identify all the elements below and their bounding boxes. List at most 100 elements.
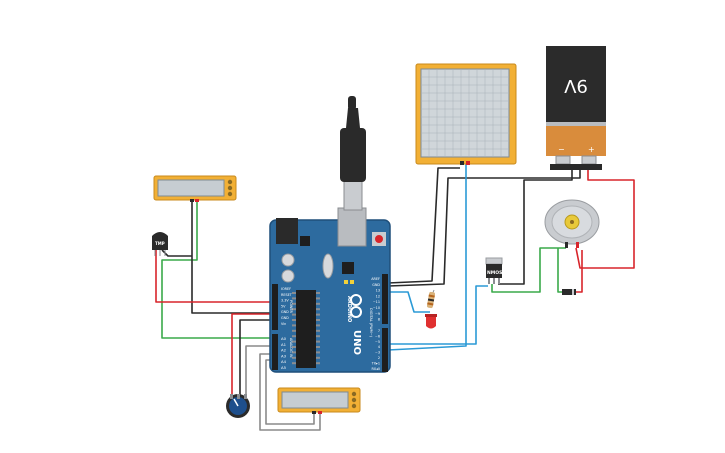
lcd-display-1[interactable] bbox=[153, 175, 237, 202]
digital-pin-label: 7 bbox=[378, 329, 380, 333]
chip-leg bbox=[292, 335, 296, 338]
power-header-label: POWER bbox=[289, 300, 293, 314]
chip-leg bbox=[316, 292, 320, 294]
chip-leg bbox=[316, 335, 320, 338]
lcd-1-terminal bbox=[227, 191, 233, 197]
analog-pin-label: A1 bbox=[281, 342, 287, 347]
battery-plus: + bbox=[588, 145, 595, 154]
chip-leg bbox=[316, 329, 320, 332]
battery-terminal-positive bbox=[581, 155, 597, 165]
wire-black-temp[interactable] bbox=[161, 249, 192, 257]
digital-pin-label: 12 bbox=[376, 294, 380, 298]
power-jack bbox=[276, 218, 298, 244]
chip-leg bbox=[316, 324, 320, 327]
chip-leg bbox=[292, 340, 296, 343]
chip-leg bbox=[316, 319, 320, 321]
wire-red-temp[interactable] bbox=[155, 246, 276, 303]
digital-pin-label: GND bbox=[372, 283, 380, 287]
wires bbox=[155, 164, 635, 431]
power-pin-label: GND bbox=[281, 316, 289, 320]
digital-pin-label: RX◂0 bbox=[371, 367, 380, 371]
wire-black-nmos[interactable] bbox=[498, 168, 573, 285]
lcd-1-screen bbox=[157, 179, 225, 197]
lcd-2-terminal bbox=[351, 397, 357, 403]
resistor[interactable] bbox=[426, 289, 436, 309]
wire-black-pot[interactable] bbox=[239, 319, 276, 398]
arduino-uno[interactable]: ARDUINO UNO POWER ANALOG IN DIGITAL (PWM… bbox=[269, 207, 391, 373]
chip-leg bbox=[316, 313, 320, 316]
wire-red-pot[interactable] bbox=[231, 313, 276, 398]
nmos-transistor[interactable]: NMOS bbox=[485, 257, 503, 284]
power-pin-label: Vin bbox=[281, 322, 286, 326]
chip-leg bbox=[316, 362, 320, 365]
lcd-display-2[interactable] bbox=[277, 387, 361, 414]
temperature-sensor[interactable]: TMP bbox=[152, 232, 168, 256]
chip-leg bbox=[316, 351, 320, 354]
wire-gray-pot[interactable] bbox=[245, 345, 276, 398]
digital-pin-label: ~5 bbox=[375, 340, 380, 344]
chip-leg bbox=[292, 308, 296, 311]
battery-label: 9V bbox=[563, 75, 587, 96]
analog-header bbox=[272, 334, 278, 370]
red-led[interactable] bbox=[425, 314, 437, 329]
lcd-2-screen bbox=[281, 391, 349, 409]
diode[interactable] bbox=[562, 289, 576, 295]
wire-black-buzzer2[interactable] bbox=[387, 168, 581, 287]
atmega-chip bbox=[296, 290, 316, 368]
wire-red-diode[interactable] bbox=[574, 250, 583, 293]
chip-leg bbox=[292, 362, 296, 365]
analog-pin-label: A5 bbox=[281, 365, 287, 370]
buzzer-grid bbox=[420, 68, 510, 158]
buzzer-pin bbox=[460, 161, 464, 165]
wire-green-diode[interactable] bbox=[557, 248, 562, 293]
crystal bbox=[322, 253, 334, 279]
power-header bbox=[272, 284, 278, 330]
right-headers bbox=[382, 274, 388, 372]
power-pin-label: IOREF bbox=[281, 287, 291, 291]
digital-header-top bbox=[382, 274, 388, 324]
chip-leg bbox=[316, 346, 320, 348]
lcd-2-pin bbox=[318, 411, 322, 414]
wire-green-nmos[interactable] bbox=[491, 247, 566, 293]
digital-pin-label: AREF bbox=[371, 277, 380, 281]
board-led-2 bbox=[350, 280, 354, 284]
usb-port bbox=[337, 207, 367, 247]
chip-leg bbox=[316, 356, 320, 359]
battery-clip bbox=[550, 164, 602, 170]
wire-red-battery[interactable] bbox=[575, 168, 635, 269]
analog-pin-label: A0 bbox=[281, 336, 287, 341]
arduino-brand: ARDUINO bbox=[346, 296, 352, 322]
piezo-buzzer[interactable] bbox=[415, 63, 517, 165]
chip-leg bbox=[292, 351, 296, 354]
wire-black-buzzer[interactable] bbox=[387, 167, 460, 284]
analog-pin-label: A3 bbox=[281, 353, 287, 358]
potentiometer[interactable] bbox=[226, 394, 250, 418]
analog-pin-label: A4 bbox=[281, 359, 287, 364]
battery-9v[interactable]: 9V − + bbox=[546, 46, 606, 170]
chip-leg bbox=[292, 356, 296, 359]
digital-pin-label: ~11 bbox=[373, 300, 380, 304]
wire-blue-nmos[interactable] bbox=[388, 285, 488, 345]
battery-minus: − bbox=[558, 145, 565, 154]
wire-gray-lcd3[interactable] bbox=[259, 353, 321, 431]
wire-blue-buzzer[interactable] bbox=[387, 164, 467, 351]
analog-header-label: ANALOG IN bbox=[289, 338, 293, 358]
digital-pin-label: ~10 bbox=[373, 306, 380, 310]
digital-pin-label: ~9 bbox=[375, 312, 380, 316]
wire-green-lcd1[interactable] bbox=[161, 200, 276, 339]
digital-header-bottom bbox=[382, 328, 388, 372]
wire-black-lcd1[interactable] bbox=[191, 200, 276, 314]
digital-pin-label: TX▸1 bbox=[371, 361, 380, 365]
temp-sensor-label: TMP bbox=[155, 241, 165, 246]
nmos-label: NMOS bbox=[487, 270, 502, 276]
arduino-model: UNO bbox=[351, 330, 362, 355]
wire-blue-led[interactable] bbox=[388, 291, 430, 313]
dc-motor[interactable] bbox=[544, 199, 600, 248]
arduino-logo bbox=[350, 294, 362, 318]
lcd-2-pin bbox=[312, 411, 316, 414]
lcd-1-pin bbox=[195, 199, 199, 202]
reset-button[interactable] bbox=[375, 235, 383, 243]
